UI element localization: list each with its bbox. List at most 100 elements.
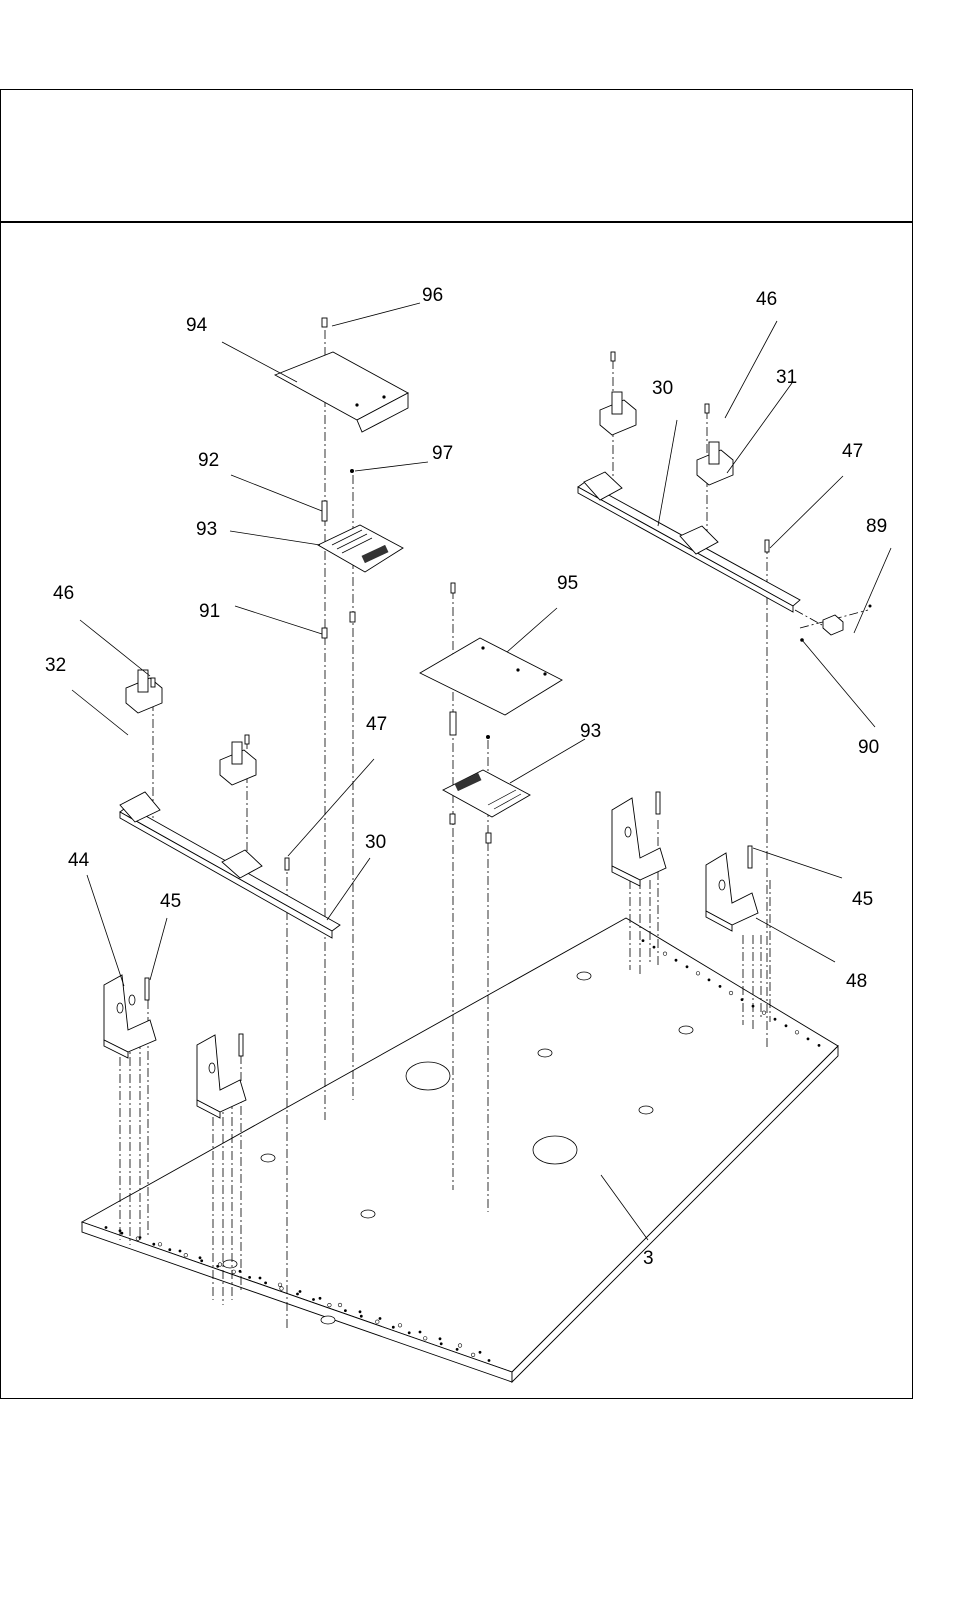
plate-hole (675, 959, 677, 961)
callout-47: 47 (842, 441, 863, 462)
rail-bracket-center-left (220, 742, 256, 785)
plate-hole (686, 966, 688, 968)
top-cover-bracket (275, 352, 408, 432)
plate-hole (653, 946, 655, 948)
standoff-short (450, 814, 455, 824)
plate-hole (392, 1326, 394, 1328)
leg-screw-left (145, 978, 149, 1000)
callout-46: 46 (756, 289, 777, 310)
callout-95: 95 (557, 573, 578, 594)
callout-93: 93 (580, 721, 601, 742)
callout-92: 92 (198, 450, 219, 471)
plate-hole (319, 1297, 321, 1299)
callout-89: 89 (866, 516, 887, 537)
plate-hole (139, 1236, 141, 1238)
plate-hole (121, 1232, 123, 1234)
plate-hole (471, 1353, 475, 1357)
plate-hole (278, 1283, 282, 1287)
rail-bracket-left (126, 670, 162, 713)
standoff-long (450, 712, 456, 735)
circuit-board-left (318, 525, 403, 572)
plate-cutout (406, 1062, 450, 1090)
callout-3: 3 (643, 1248, 654, 1269)
callout-44: 44 (68, 850, 90, 871)
plate-hole (199, 1257, 201, 1259)
plate-hole (795, 1031, 799, 1035)
leg-screw (239, 1034, 243, 1056)
standoff-short (350, 612, 355, 622)
callout-94: 94 (186, 315, 208, 336)
screw-rail-left (285, 858, 289, 870)
screw-small (350, 469, 354, 473)
plate-hole (280, 1287, 284, 1291)
callout-45: 45 (852, 889, 873, 910)
screw-small (486, 735, 490, 739)
rail-bracket-right (697, 442, 733, 485)
plate-hole (265, 1282, 267, 1284)
plate-hole (419, 1331, 421, 1333)
base-plate (82, 918, 838, 1382)
plate-hole (479, 1351, 481, 1353)
rail-bracket-top (600, 392, 636, 435)
callout-30: 30 (652, 378, 673, 399)
plate-hole (456, 1348, 458, 1350)
plate-hole (642, 940, 644, 942)
callout-47: 47 (366, 714, 387, 735)
plate-hole (249, 1276, 251, 1278)
plate-hole (296, 1293, 298, 1295)
callout-45: 45 (160, 891, 181, 912)
plate-hole (201, 1260, 203, 1262)
plate-hole (696, 972, 700, 976)
standoff-short (322, 628, 327, 638)
screw-bracket-right (705, 404, 709, 413)
plate-hole (663, 952, 667, 956)
screw-cover-plate (451, 583, 455, 593)
plate-hole (439, 1338, 441, 1340)
plate-hole (299, 1290, 301, 1292)
standoff-short (486, 833, 491, 843)
callout-91: 91 (199, 601, 220, 622)
plate-hole (232, 1270, 236, 1274)
plate-hole (105, 1226, 107, 1228)
plate-hole (312, 1298, 314, 1300)
plate-hole (488, 1359, 490, 1361)
circuit-board-right (443, 770, 530, 817)
screw-top-cover (322, 318, 327, 327)
plate-hole (179, 1250, 181, 1252)
plate-hole (184, 1253, 188, 1257)
callout-97: 97 (432, 443, 453, 464)
plate-hole (458, 1344, 462, 1348)
end-stop-screw (869, 605, 872, 608)
plate-hole (708, 979, 710, 981)
plate-hole (344, 1310, 346, 1312)
plate-hole (408, 1332, 410, 1334)
linear-rail-left (120, 792, 340, 938)
plate-hole (729, 991, 733, 995)
plate-hole (398, 1324, 402, 1328)
plate-hole (818, 1044, 820, 1046)
screw-bracket (611, 352, 615, 361)
callout-48: 48 (846, 971, 867, 992)
plate-hole (218, 1263, 222, 1267)
plate-hole (338, 1303, 342, 1307)
plate-hole (328, 1303, 332, 1307)
plate-hole (169, 1249, 171, 1251)
plate-hole (423, 1337, 427, 1341)
plate-hole (785, 1025, 787, 1027)
plate-cutout (533, 1136, 577, 1164)
screw-bracket-left (151, 678, 155, 687)
plate-hole (158, 1243, 162, 1247)
plate-hole (774, 1018, 776, 1020)
plate-hole (719, 985, 721, 987)
plate-hole (359, 1311, 361, 1313)
plate-hole (360, 1315, 362, 1317)
plate-hole (440, 1343, 442, 1345)
leg-screw-right (748, 846, 752, 868)
plate-hole (807, 1038, 809, 1040)
standoff-long (322, 501, 327, 521)
plate-hole (153, 1243, 155, 1245)
screw-rail-right (765, 540, 769, 552)
end-stop-block (823, 615, 843, 635)
callout-96: 96 (422, 285, 443, 306)
